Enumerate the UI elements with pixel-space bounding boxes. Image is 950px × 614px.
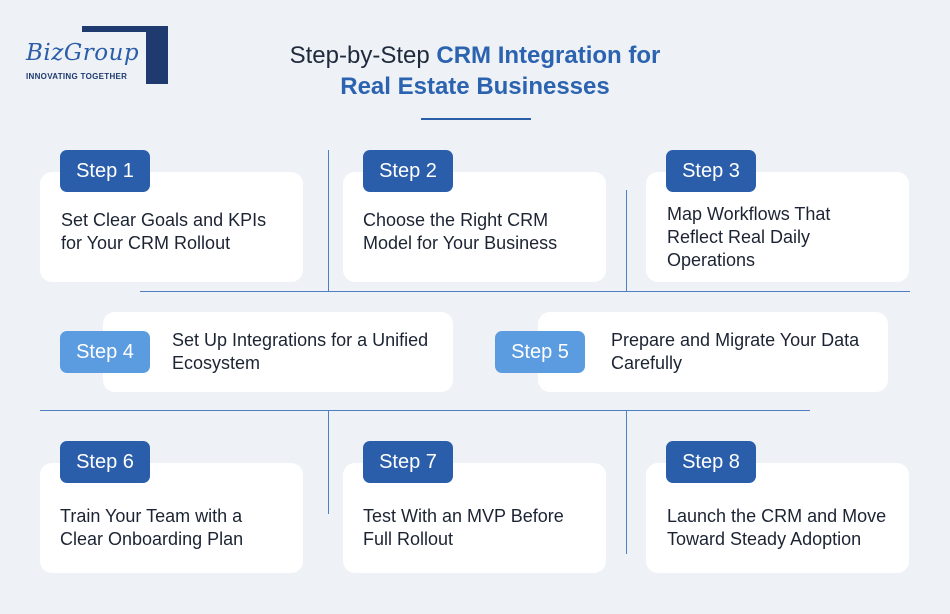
step-badge-7: Step 7 bbox=[363, 441, 453, 483]
step-badge-6: Step 6 bbox=[60, 441, 150, 483]
logo-tagline: INNOVATING TOGETHER bbox=[26, 72, 128, 81]
page-title: Step-by-Step CRM Integration for Real Es… bbox=[0, 40, 950, 102]
step-text-7: Test With an MVP Before Full Rollout bbox=[363, 506, 564, 549]
title-plain: Step-by-Step bbox=[289, 42, 437, 69]
step-text-1: Set Clear Goals and KPIs for Your CRM Ro… bbox=[61, 210, 267, 253]
step-text-5: Prepare and Migrate Your Data Carefully bbox=[611, 330, 860, 373]
step-text-3: Map Workflows That Reflect Real Daily Op… bbox=[667, 204, 831, 270]
connector-h-top bbox=[140, 291, 910, 292]
connector-h-bottom bbox=[40, 410, 810, 411]
step-text-2: Choose the Right CRM Model for Your Busi… bbox=[363, 210, 558, 253]
title-underline bbox=[421, 118, 531, 120]
step-badge-3: Step 3 bbox=[666, 150, 756, 192]
step-text-8: Launch the CRM and Move Toward Steady Ad… bbox=[667, 506, 887, 549]
step-card-5: Prepare and Migrate Your Data Carefully bbox=[538, 312, 888, 392]
logo-wordmark: BizGroup bbox=[26, 40, 142, 66]
step-card-4: Set Up Integrations for a Unified Ecosys… bbox=[103, 312, 453, 392]
title-accent-line1: CRM Integration for bbox=[436, 42, 661, 69]
step-badge-2: Step 2 bbox=[363, 150, 453, 192]
step-text-6: Train Your Team with a Clear Onboarding … bbox=[60, 506, 244, 549]
bizgroup-logo: BizGroup INNOVATING TOGETHER bbox=[22, 24, 168, 86]
step-card-2: Choose the Right CRM Model for Your Busi… bbox=[343, 172, 606, 282]
connector-v-4 bbox=[626, 410, 627, 554]
step-card-7: Test With an MVP Before Full Rollout bbox=[343, 463, 606, 573]
step-badge-8: Step 8 bbox=[666, 441, 756, 483]
title-accent-line2: Real Estate Businesses bbox=[340, 73, 610, 100]
step-badge-4: Step 4 bbox=[60, 331, 150, 373]
step-badge-5: Step 5 bbox=[495, 331, 585, 373]
step-text-4: Set Up Integrations for a Unified Ecosys… bbox=[172, 330, 429, 373]
connector-v-2 bbox=[626, 190, 627, 292]
connector-v-3 bbox=[328, 410, 329, 514]
logo-frame-bar bbox=[146, 26, 168, 84]
step-badge-1: Step 1 bbox=[60, 150, 150, 192]
connector-v-1 bbox=[328, 150, 329, 292]
